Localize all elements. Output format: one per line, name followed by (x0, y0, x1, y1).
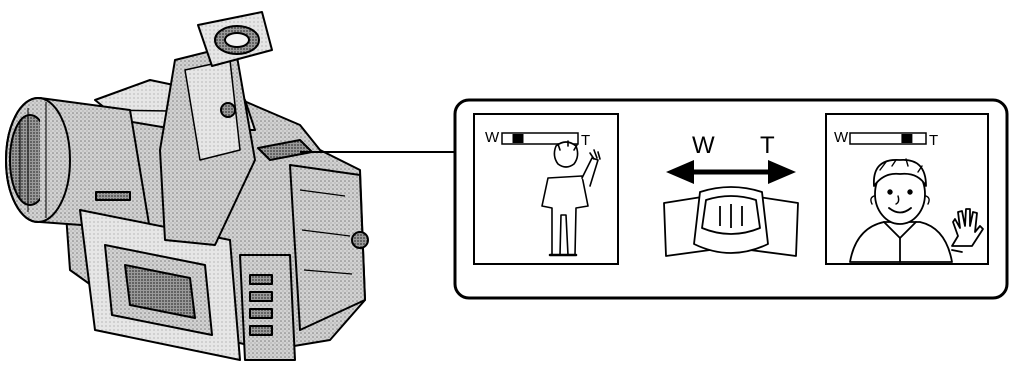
zoom-indicator-fill (512, 134, 524, 143)
screen-wide-w-label: W (485, 129, 500, 146)
screen-tele-w-label: W (834, 129, 849, 146)
figure-small-person (541, 140, 601, 257)
camcorder-illustration (5, 11, 369, 361)
viewfinder-screen-tele (825, 113, 989, 265)
arrow-right-icon (768, 160, 796, 184)
zoom-indicator-fill (901, 134, 913, 143)
screen-wide-t-label: T (581, 132, 591, 149)
zoom-lever-wide-label: W (692, 132, 715, 159)
screen-tele-t-label: T (929, 132, 939, 149)
arrow-left-icon (666, 160, 694, 184)
zoom-indicator-bar (501, 132, 579, 145)
zoom-lever-tele-label: T (760, 132, 775, 159)
zoom-indicator-bar (849, 132, 927, 145)
figure-close-up-face (849, 158, 984, 263)
viewfinder-screen-wide (473, 113, 619, 265)
zoom-lever-diagram (663, 160, 799, 257)
